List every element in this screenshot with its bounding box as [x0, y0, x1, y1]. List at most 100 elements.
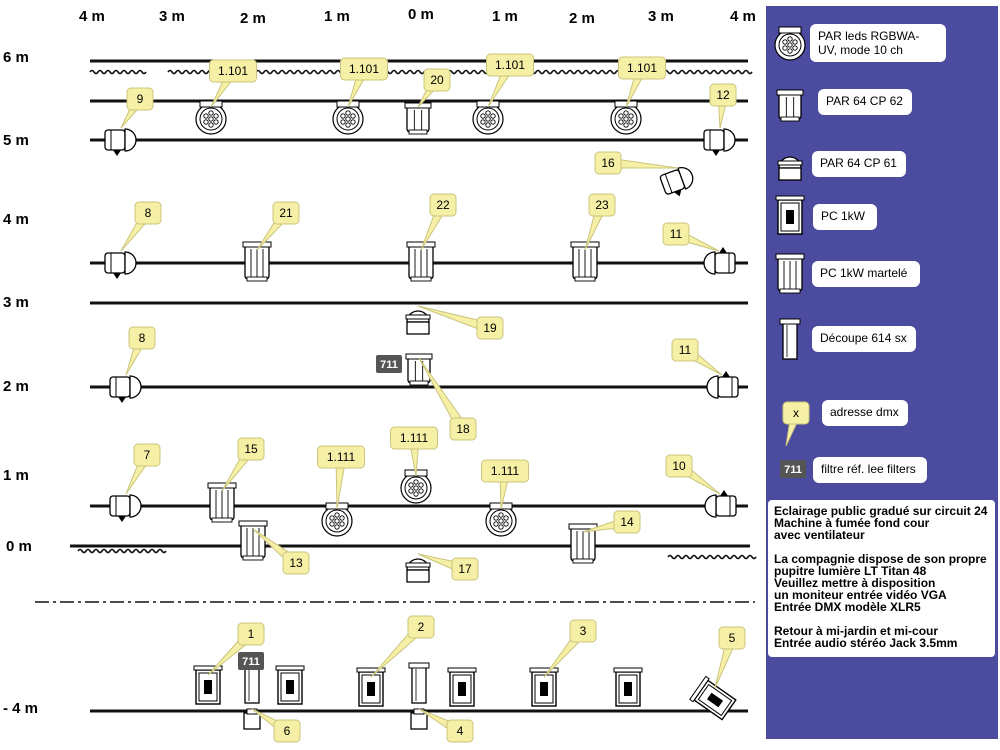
dmx-address-text: 14	[620, 515, 634, 529]
dmx-address-callout: 1.111	[317, 445, 365, 510]
legend-icon-par64-cp61	[777, 156, 803, 181]
dmx-address-callout: 1.111	[390, 426, 438, 477]
y-axis-label: - 4 m	[3, 700, 39, 717]
dmx-address-text: 9	[137, 92, 144, 106]
dmx-address-text: 20	[430, 73, 444, 87]
legend-par64-cp61-label: PAR 64 CP 61	[812, 151, 906, 177]
y-axis-label: 3 m	[3, 294, 29, 311]
x-axis-label: 2 m	[569, 10, 595, 27]
dmx-address-callout: 5	[714, 626, 746, 689]
dmx-address-text: 2	[418, 620, 425, 634]
y-axis-label: 2 m	[3, 378, 29, 395]
legend-icon-pc-martele	[775, 253, 805, 294]
filter-tag: 711	[780, 460, 806, 478]
dmx-address-text: 12	[716, 88, 730, 102]
dmx-address-text: 11	[670, 227, 683, 241]
dmx-address-text: 1.101	[218, 64, 248, 78]
note-public-lighting: Eclairage public gradué sur circuit 24 M…	[774, 504, 988, 542]
fixture-pc-1kw	[447, 667, 477, 707]
legend-dmx-address-label: adresse dmx	[822, 400, 908, 426]
fixture-par64-cp61-side	[703, 247, 736, 275]
legend-decoupe-label: Découpe 614 sx	[812, 326, 916, 352]
dmx-address-callout: 6	[251, 708, 301, 743]
legend-icons: x 711	[774, 26, 810, 478]
dmx-address-text: 15	[244, 442, 258, 456]
dmx-address-text: 1.111	[491, 464, 520, 478]
note-audio: Retour à mi-jardin et mi-cour Entrée aud…	[774, 624, 958, 650]
dmx-address-text: 22	[436, 198, 450, 212]
dmx-address-callout: 19	[417, 305, 504, 340]
fixture-pc-1kw-tilted	[689, 675, 737, 721]
filter-tag-text: 711	[784, 464, 802, 476]
x-axis-label: 4 m	[730, 8, 756, 25]
dmx-address-text: 3	[580, 624, 587, 638]
fixture-decoupe-foot	[243, 708, 261, 730]
dmx-address-callout: 1.101	[486, 53, 534, 108]
fixture-pc-martele	[406, 241, 436, 282]
fixture-pc-1kw	[356, 667, 386, 707]
dmx-address-callout: 14	[582, 510, 641, 534]
dmx-address-callout: 2	[370, 615, 435, 678]
dmx-address-text: 1.101	[627, 61, 657, 75]
dmx-address-text: 21	[279, 206, 293, 220]
filter-tag: 711	[376, 355, 402, 373]
dmx-address-text: 23	[595, 198, 609, 212]
fixture-par64-cp61-side	[706, 371, 739, 399]
fixture-par-led	[472, 100, 504, 135]
dmx-address-text: x	[793, 406, 799, 420]
fixture-par64-cp61-side	[703, 128, 736, 156]
fixture-pc-1kw	[193, 665, 223, 705]
dmx-address-callout: 1	[207, 622, 265, 676]
dmx-address-text: 13	[289, 556, 303, 570]
fixture-par64-cp61-side	[109, 494, 142, 522]
dmx-address-text: 1.111	[400, 431, 429, 445]
legend-icon-par64-cp62	[776, 89, 804, 122]
dmx-address-text: 10	[672, 459, 686, 473]
fixture-par64-cp61-side	[104, 128, 137, 156]
dmx-address-callout: 16	[594, 151, 679, 175]
curtain-line	[667, 554, 757, 560]
x-axis-label: 3 m	[159, 8, 185, 25]
dmx-address-callout: 3	[543, 619, 597, 678]
dmx-address-callout: 1.101	[209, 59, 257, 108]
x-axis-label: 0 m	[408, 6, 434, 23]
dmx-address-text: 1	[248, 627, 255, 641]
y-axis-label: 5 m	[3, 132, 29, 149]
x-axis-label: 4 m	[79, 8, 105, 25]
legend-par-led-label: PAR leds RGBWA-UV, mode 10 ch	[810, 24, 946, 62]
dmx-address-text: 19	[483, 321, 497, 335]
fixture-pc-martele	[238, 520, 268, 561]
x-axis-label: 2 m	[240, 10, 266, 27]
filter-tag: 711	[238, 652, 264, 670]
fixture-par64-cp61	[405, 558, 431, 583]
fixture-par64-cp61	[405, 310, 431, 335]
dmx-address-callout: 10	[665, 454, 721, 495]
fixture-pc-martele	[207, 482, 237, 523]
dmx-address-text: 4	[457, 724, 464, 738]
fixture-pc-martele	[570, 241, 600, 282]
curtain-line	[77, 548, 167, 554]
fixture-par64-cp62	[404, 102, 432, 135]
dmx-address-text: 6	[284, 724, 291, 738]
dmx-address-callout: 1.101	[618, 56, 666, 108]
dmx-address-text: 1.101	[349, 62, 379, 76]
dmx-address-callout: 9	[120, 87, 154, 129]
legend-icon-pc-1kw	[775, 195, 805, 235]
dmx-address-callout: 15	[221, 437, 265, 492]
fixture-par64-cp62	[405, 353, 433, 386]
fixture-par-led	[195, 100, 227, 135]
dmx-address-text: 11	[679, 343, 692, 357]
pipes-layer	[35, 59, 757, 713]
fixture-par-led	[610, 100, 642, 135]
dmx-address-text: 17	[458, 562, 472, 576]
fixture-par64-cp61-side	[704, 490, 737, 518]
fixture-pc-1kw	[529, 667, 559, 707]
dmx-address-callout: 21	[256, 201, 300, 251]
dmx-address-callout: 8	[125, 326, 156, 376]
dmx-address-callout: 1.101	[340, 57, 388, 108]
legend-pc-martele-label: PC 1kW martelé	[812, 261, 920, 287]
y-axis-label: 1 m	[3, 467, 29, 484]
x-axis-label: 1 m	[492, 8, 518, 25]
fixture-pc-1kw	[275, 665, 305, 705]
